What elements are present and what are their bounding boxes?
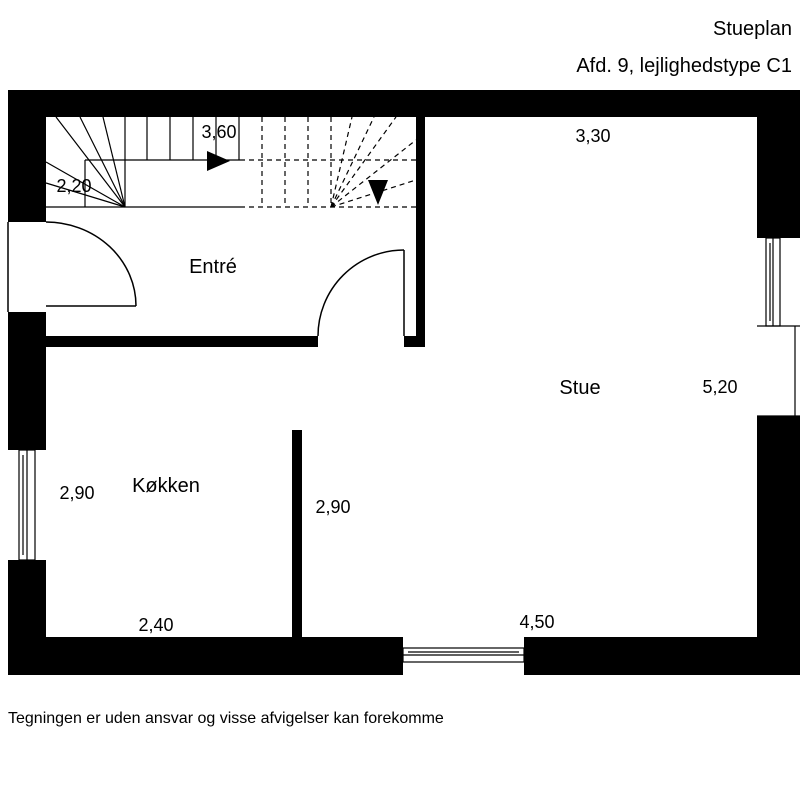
room-label-stue: Stue [559, 377, 600, 399]
plan-subtitle: Afd. 9, lejlighedstype C1 [576, 55, 792, 77]
inner-walls [46, 117, 425, 637]
staircase [45, 116, 240, 208]
plan-title: Stueplan [713, 18, 792, 40]
arrow-right-icon [207, 151, 230, 171]
wall-left-bottom [8, 560, 46, 675]
dim-kitchen-width: 2,40 [138, 615, 173, 635]
disclaimer-text: Tegningen er uden ansvar og visse afvige… [8, 710, 444, 727]
wall-right-bottom [757, 416, 800, 675]
dim-kitchen-depth-left: 2,90 [59, 483, 94, 503]
window-left [18, 449, 36, 561]
wall-left-middle [8, 312, 46, 450]
stair-arrows [207, 151, 388, 205]
dim-stue-bottom-width: 4,50 [519, 612, 554, 632]
kitchen-door [317, 249, 405, 337]
room-label-kokken: Køkken [132, 475, 200, 497]
dim-stue-width: 3,30 [575, 126, 610, 146]
outer-walls [8, 90, 800, 675]
arrow-down-icon [368, 180, 388, 205]
window-bottom [402, 647, 525, 663]
room-label-entre: Entré [189, 256, 237, 278]
wall-left-top [8, 90, 46, 222]
wall-bottom-left [8, 637, 403, 675]
staircase-upper [240, 116, 417, 208]
wall-entre-stue [416, 117, 425, 347]
wall-top [8, 90, 800, 117]
dim-stue-depth: 5,20 [702, 377, 737, 397]
wall-entre-kitchen [46, 336, 318, 347]
dim-kitchen-depth-right: 2,90 [315, 497, 350, 517]
terrace-door [757, 325, 800, 417]
dim-stair-length: 3,60 [201, 122, 236, 142]
wall-bottom-right [524, 637, 800, 675]
wall-kitchen-stue [292, 430, 302, 637]
front-door [7, 221, 137, 312]
window-right [765, 237, 781, 327]
dim-stair-width: 2,20 [56, 176, 91, 196]
wall-right-top [757, 90, 800, 238]
wall-entre-stub [404, 336, 425, 347]
